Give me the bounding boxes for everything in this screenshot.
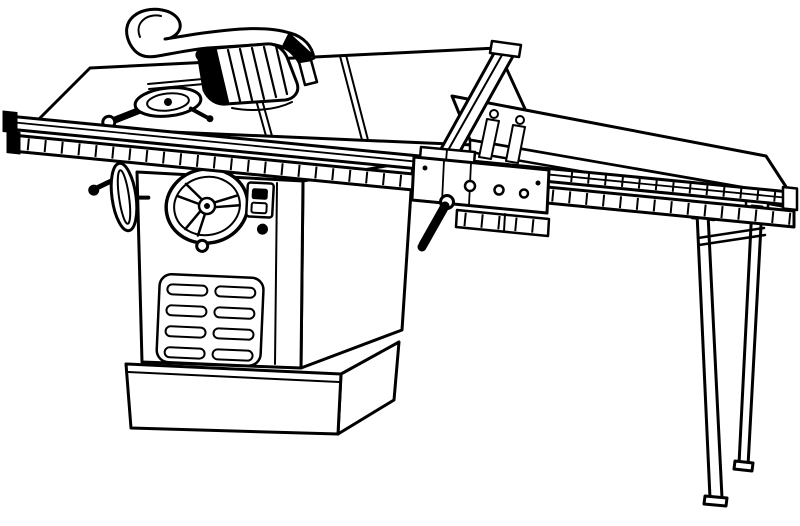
handwheel-hub-dot — [204, 203, 210, 209]
louver-slot — [165, 304, 208, 318]
tilt-crank-knob — [88, 184, 100, 196]
support-legs: Extension table support legs — [690, 198, 770, 508]
carriage-knob-3 — [518, 188, 530, 199]
guard-mount-bracket — [297, 58, 319, 87]
blade-guard: Blade guard assembly — [125, 7, 319, 111]
louver-slot — [213, 306, 256, 320]
guard-front-lip — [196, 47, 229, 105]
fence-lock-handle — [418, 201, 450, 250]
guard-arm — [125, 7, 316, 66]
plinth-front — [124, 362, 343, 436]
rail-left-cap-lower — [6, 130, 21, 155]
blade-height-handwheel: Blade height handwheel — [164, 167, 250, 253]
fence-bracket-1 — [478, 118, 500, 160]
cabinet-seam — [274, 182, 278, 365]
cabinet-side-face — [299, 159, 415, 370]
tilt-wheel-inner — [116, 169, 132, 225]
rail-left-cap-upper — [2, 110, 18, 134]
throat-plate-line — [231, 101, 293, 111]
carriage-bolt-1 — [422, 165, 428, 171]
rail-right-cap — [781, 185, 799, 212]
louver-slot — [164, 325, 207, 339]
miter-gauge-dial — [146, 92, 190, 112]
rail-lower-ticks — [14, 137, 792, 225]
louver-vents: Louver vents — [155, 273, 265, 367]
fence-top-line — [437, 47, 507, 169]
leg-foot-front — [702, 494, 729, 508]
miter-gauge-lever — [188, 106, 210, 120]
lock-handle-tip — [417, 242, 427, 252]
miter-gauge: Miter gauge — [101, 86, 214, 130]
leg-rear — [737, 204, 764, 468]
handwheel-inner-rim — [173, 175, 241, 237]
fence-bracket-knob-1 — [489, 109, 499, 119]
carriage-scale-ticks — [458, 212, 547, 234]
blade-tilt-handwheel: Blade tilt handwheel — [88, 161, 151, 233]
power-switch: Power switch — [245, 181, 275, 235]
miter-gauge-lever-tip — [206, 115, 214, 123]
fence-bracket-knob-2 — [515, 115, 525, 125]
louver-slot — [211, 348, 254, 362]
switch-button-stop — [251, 188, 268, 200]
scale-pointer — [503, 213, 506, 232]
plinth-side — [336, 340, 401, 436]
fence-carriage: Fence lock carriage — [410, 145, 551, 252]
louver-slot — [166, 283, 209, 297]
switch-lock-dot — [256, 223, 268, 235]
fence-rear-cap — [488, 39, 523, 59]
switch-button-start — [250, 201, 268, 215]
handwheel-crank-knob — [195, 238, 210, 253]
guard-arm-curl-line — [137, 14, 162, 38]
carriage-knob-1 — [463, 179, 477, 193]
louver-slot — [214, 285, 257, 299]
carriage-bolt-2 — [535, 180, 541, 186]
miter-gauge-handle — [109, 106, 145, 125]
fence-rails: Fence guide rails — [2, 110, 799, 229]
carriage-knob-2 — [493, 184, 505, 196]
fence-bracket-2 — [505, 124, 526, 164]
handwheel-spokes — [176, 182, 241, 237]
miter-gauge-hub — [164, 98, 172, 106]
plinth-top-line — [127, 371, 340, 383]
leg-front — [695, 211, 724, 500]
louver-slot — [163, 346, 206, 360]
rail-upper-ticks — [556, 170, 788, 203]
leg-brace — [696, 226, 767, 247]
louver-slot — [212, 327, 255, 341]
leg-foot-rear — [732, 459, 755, 473]
rip-fence: Rip fence — [429, 39, 526, 173]
